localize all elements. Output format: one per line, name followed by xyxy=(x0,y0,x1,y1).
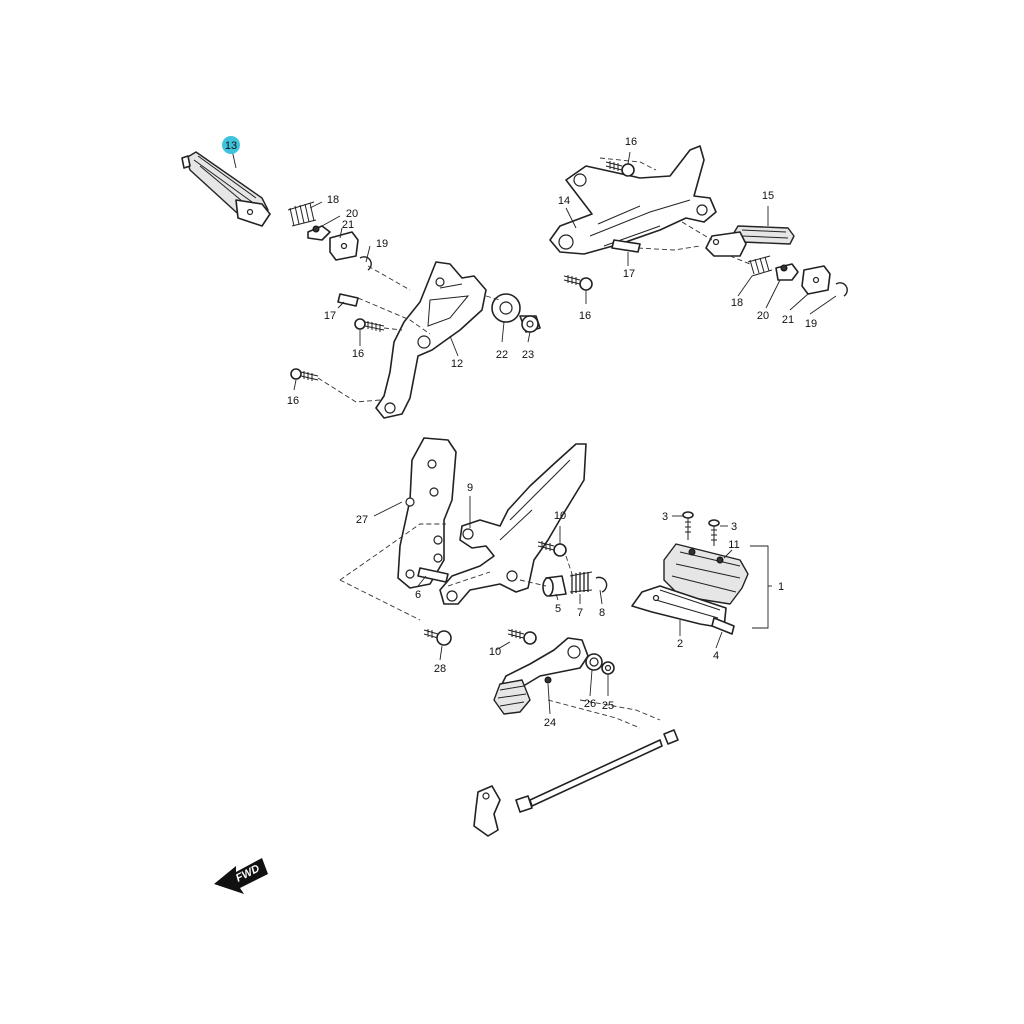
callout-19[interactable]: 19 xyxy=(376,238,388,250)
callout-labels: 13 18 20 21 19 17 16 12 22 23 16 16 14 1… xyxy=(225,136,817,729)
bolt-28 xyxy=(423,629,452,646)
nut-25 xyxy=(601,661,615,675)
callout-27[interactable]: 27 xyxy=(356,514,368,526)
rider-footpeg-group xyxy=(631,511,772,635)
callout-26[interactable]: 26 xyxy=(584,698,596,710)
callout-18[interactable]: 18 xyxy=(327,194,339,206)
shift-pedal-group xyxy=(473,637,679,837)
clip-19b xyxy=(835,282,848,297)
collar-23 xyxy=(519,315,541,333)
footpeg-rubber-11 xyxy=(663,543,749,605)
callout-16[interactable]: 16 xyxy=(287,395,299,407)
plate-21a xyxy=(329,231,359,261)
forward-arrow-icon: FWD xyxy=(214,858,268,894)
rider-footrest-group xyxy=(339,437,608,646)
callout-3[interactable]: 3 xyxy=(731,521,737,533)
footrest-bracket-12 xyxy=(375,261,487,419)
mounting-plate-27 xyxy=(397,437,457,589)
callout-leaders xyxy=(231,149,837,715)
bushing-22 xyxy=(491,293,521,323)
callout-22[interactable]: 22 xyxy=(496,349,508,361)
bolt-10b xyxy=(507,629,537,645)
callout-16[interactable]: 16 xyxy=(625,136,637,148)
callout-4[interactable]: 4 xyxy=(713,650,719,662)
callout-25[interactable]: 25 xyxy=(602,700,614,712)
callout-8[interactable]: 8 xyxy=(599,607,605,619)
callout-13[interactable]: 13 xyxy=(225,140,237,152)
callout-6[interactable]: 6 xyxy=(415,589,421,601)
callout-5[interactable]: 5 xyxy=(555,603,561,615)
footpeg-body-2 xyxy=(631,585,727,629)
callout-20[interactable]: 20 xyxy=(346,208,358,220)
bolt-16a xyxy=(354,318,385,332)
shift-rod xyxy=(473,729,679,837)
callout-17[interactable]: 17 xyxy=(324,310,336,322)
callout-3[interactable]: 3 xyxy=(662,511,668,523)
callout-14[interactable]: 14 xyxy=(558,195,570,207)
spring-18a xyxy=(287,201,317,227)
callout-17[interactable]: 17 xyxy=(623,268,635,280)
screw-3a xyxy=(682,511,694,540)
callout-18[interactable]: 18 xyxy=(731,297,743,309)
ball-20a xyxy=(307,225,331,241)
callout-19[interactable]: 19 xyxy=(805,318,817,330)
callout-16[interactable]: 16 xyxy=(352,348,364,360)
callout-9[interactable]: 9 xyxy=(467,482,473,494)
rear-footrest-right-group xyxy=(549,145,848,297)
bushing-5 xyxy=(542,575,567,597)
bolt-16d xyxy=(563,275,593,291)
callout-2[interactable]: 2 xyxy=(677,638,683,650)
callout-23[interactable]: 23 xyxy=(522,349,534,361)
footrest-bracket-9 xyxy=(439,443,587,605)
footpeg-15 xyxy=(705,225,795,257)
callout-24[interactable]: 24 xyxy=(544,717,556,729)
callout-1[interactable]: 1 xyxy=(778,581,784,593)
callout-10[interactable]: 10 xyxy=(489,646,501,658)
pin-4 xyxy=(711,617,735,635)
shift-rubber xyxy=(493,679,531,715)
pin-17b xyxy=(611,239,641,253)
washer-26 xyxy=(585,653,603,671)
rear-footrest-left-group xyxy=(181,151,541,419)
footrest-bracket-14 xyxy=(549,145,717,255)
screw-3b xyxy=(708,519,720,546)
callout-15[interactable]: 15 xyxy=(762,190,774,202)
callout-21[interactable]: 21 xyxy=(342,219,354,231)
ball-20b xyxy=(775,263,799,281)
highlight-marker xyxy=(222,136,240,154)
clip-19a xyxy=(359,256,372,271)
callout-21[interactable]: 21 xyxy=(782,314,794,326)
footpeg-13 xyxy=(181,151,271,227)
callout-16[interactable]: 16 xyxy=(579,310,591,322)
callout-10[interactable]: 10 xyxy=(554,510,566,522)
callout-20[interactable]: 20 xyxy=(757,310,769,322)
pin-17a xyxy=(337,293,359,307)
callout-28[interactable]: 28 xyxy=(434,663,446,675)
pivot-pin xyxy=(544,676,552,684)
spring-7 xyxy=(569,571,593,594)
bolt-16c xyxy=(290,368,319,381)
spring-18b xyxy=(747,255,773,277)
callout-12[interactable]: 12 xyxy=(451,358,463,370)
bolt-10a xyxy=(537,541,567,557)
callout-7[interactable]: 7 xyxy=(577,607,583,619)
callout-11[interactable]: 11 xyxy=(728,539,739,551)
clip-8 xyxy=(595,576,608,593)
plate-21b xyxy=(801,265,831,295)
